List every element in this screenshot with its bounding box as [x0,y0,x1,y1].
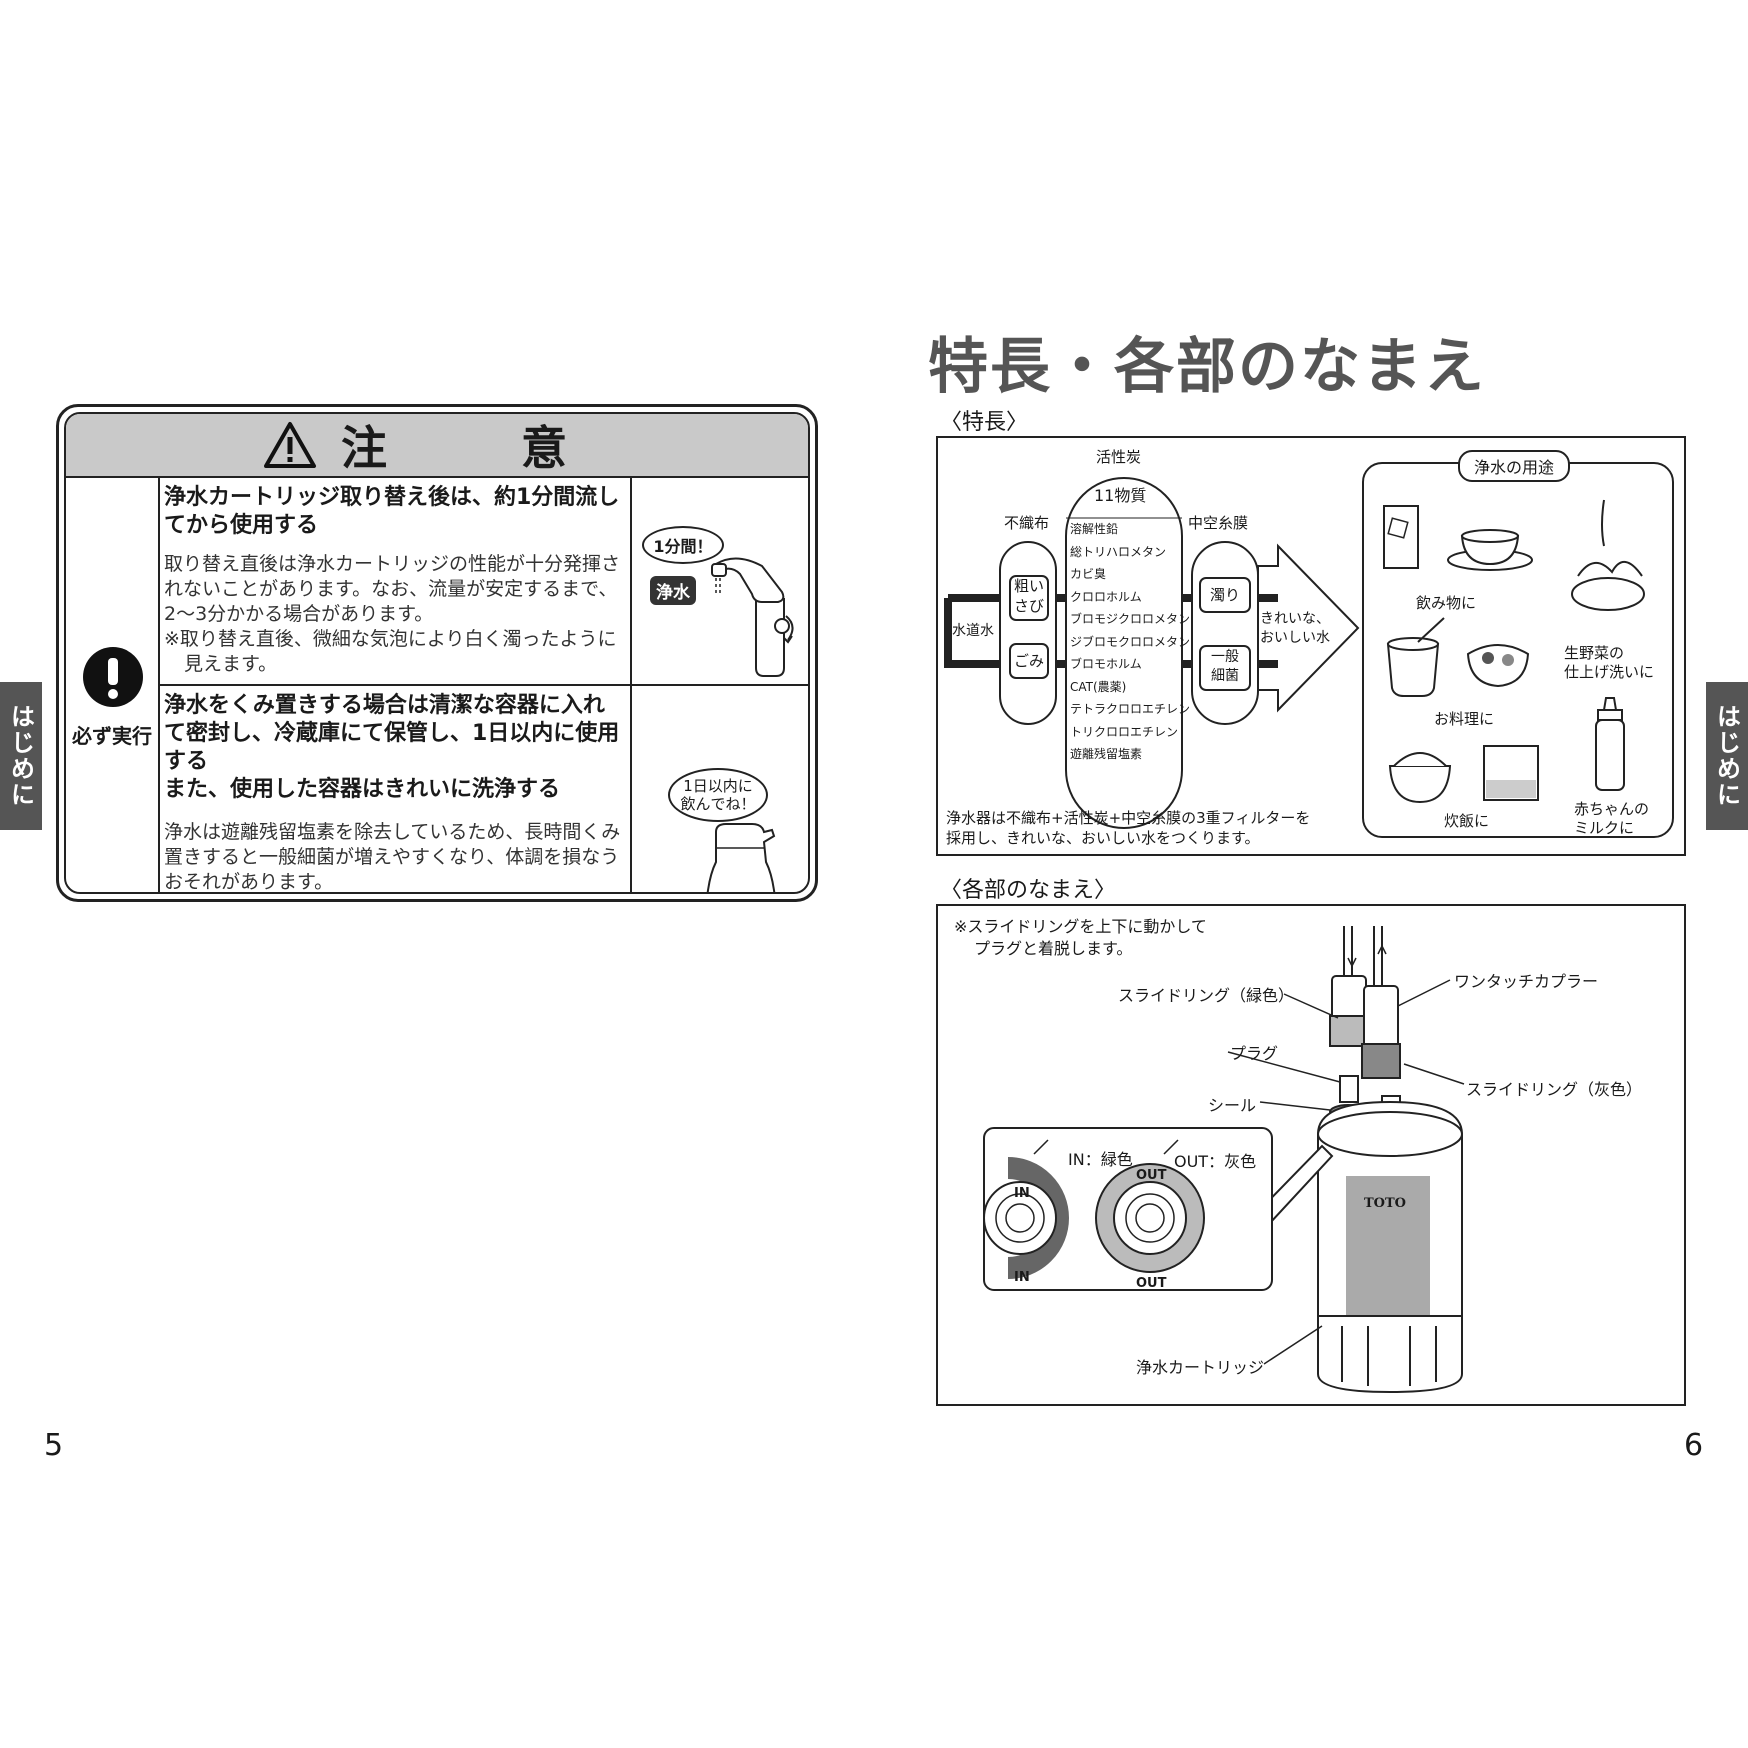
use-rice: 炊飯に [1444,812,1490,830]
item1-body-text: 取り替え直後は浄水カートリッジの性能が十分発揮されないことがあります。なお、流量… [164,553,621,625]
must-do-column: 必ず実行 [66,478,160,892]
caution-title: 注 意 [341,421,611,475]
parts-section-label: 〈各部のなまえ〉 [940,878,1117,903]
bacteria-line2: 細菌 [1211,668,1239,684]
use-vegetables-line1: 生野菜の [1564,644,1625,662]
plug-label: プラグ [1230,1044,1279,1063]
substance-item: 溶解性鉛 [1070,522,1119,536]
clean-water-line2: おいしい水 [1260,630,1330,646]
substance-item: ブロモジクロロメタン [1070,612,1191,626]
item1-body: 取り替え直後は浄水カートリッジの性能が十分発揮されないことがあります。なお、流量… [164,552,624,677]
in-green-label: IN：緑色 [1068,1150,1133,1169]
item1-note: ※取り替え直後、微細な気泡により白く濁ったように見えます。 [164,628,617,675]
substance-item: ブロモホルム [1070,657,1142,671]
substance-item: CAT(農薬) [1070,679,1127,694]
summary-line2: 採用し、きれいな、おいしい水をつくります。 [946,829,1260,847]
one-minute-bubble: 1分間！ [642,526,724,564]
cooking-icon [1386,617,1530,697]
eleven-substances-label: 11物質 [1094,486,1147,505]
caution-header: 注 意 [66,414,808,478]
substance-item: トリクロロエチレン [1070,724,1179,739]
cartridge-diagram [983,926,1465,1394]
coupler-label: ワンタッチカプラー [1454,972,1599,991]
features-summary: 浄水器は不織布+活性炭+中空糸膜の3重フィルターを 採用し、きれいな、おいしい水… [946,808,1310,848]
cartridge-label: 浄水カートリッジ [1136,1358,1265,1377]
features-box: 活性炭 11物質 不織布 中空糸膜 水道水 粗い さび ごみ 濁り 一般 細菌 … [936,436,1686,856]
turbidity-label: 濁り [1209,586,1240,604]
substance-item: ジブロモクロロメタン [1070,634,1191,649]
parts-box: ※スライドリングを上下に動かして プラグと着脱します。 [936,904,1686,1406]
faucet-illustration [711,557,794,677]
section-tab-left[interactable]: はじめに [0,682,42,830]
bacteria-label: 一般 細菌 [1200,648,1250,686]
use-vegetables-line2: 仕上げ洗いに [1564,663,1655,681]
coarse-rust-line2: さび [1013,597,1044,615]
slide-ring-gray-label: スライドリング（灰色） [1466,1080,1643,1099]
brand-logo: TOTO [1364,1196,1406,1211]
must-do-label: 必ず実行 [72,724,152,748]
use-baby-line2: ミルクに [1574,819,1635,837]
parts-note-line2: プラグと着脱します。 [974,939,1133,958]
parts-note: ※スライドリングを上下に動かして プラグと着脱します。 [954,916,1207,960]
coarse-rust-label: 粗い さび [1010,576,1048,616]
clean-water-line1: きれいな、 [1260,611,1330,627]
use-drinks: 飲み物に [1416,594,1477,612]
substance-item: テトラクロロエチレン [1070,702,1191,716]
use-cooking: お料理に [1434,710,1495,728]
one-day-bubble-line1: 1日以内に [683,777,753,795]
one-day-bubble-line2: 飲んでね！ [680,795,756,813]
nonwoven-label: 不織布 [1004,514,1050,532]
substance-list: 溶解性鉛総トリハロメタンカビ臭クロロホルムブロモジクロロメタンジブロモクロロメタ… [1070,518,1191,766]
one-day-bubble: 1日以内に 飲んでね！ [668,768,768,822]
seal-label: シール [1208,1096,1257,1115]
clean-water-label: きれいな、 おいしい水 [1260,610,1330,648]
out-gray-label: OUT：灰色 [1174,1152,1257,1171]
activated-carbon-label: 活性炭 [1096,448,1142,466]
page-title: 特長・各部のなまえ [928,332,1486,402]
summary-line1: 浄水器は不織布+活性炭+中空糸膜の3重フィルターを [946,809,1311,827]
out-mark-bottom: OUT [1136,1276,1167,1291]
item1-title: 浄水カートリッジ取り替え後は、約1分間流してから使用する [164,485,620,538]
uses-title: 浄水の用途 [1458,450,1571,482]
caution-box: 注 意 必ず実行 浄水カートリッジ取り替え後は、約1分間流してから使用する 取り… [56,404,818,902]
coarse-rust-line1: 粗い [1013,577,1044,595]
substance-item: カビ臭 [1070,567,1107,581]
in-mark-bottom: IN [1014,1270,1030,1285]
exclamation-icon [83,647,143,707]
substance-item: クロロホルム [1070,589,1142,604]
use-baby-line1: 赤ちゃんの [1574,800,1650,818]
vegetables-icon [1571,499,1645,611]
substance-item: 総トリハロメタン [1070,544,1167,559]
baby-bottle-icon [1595,697,1625,791]
purified-tag-1: 浄水 [650,576,696,605]
item2-title: 浄水をくみ置きする場合は清潔な容器に入れて密封し、冷蔵庫にて保管し、1日以内に使… [164,693,620,774]
out-mark-top: OUT [1136,1168,1167,1183]
item2-body: 浄水は遊離残留塩素を除去しているため、長時間くみ置きすると一般細菌が増えやすくな… [164,821,621,893]
tap-water-label: 水道水 [952,623,994,639]
bottle-illustration [706,823,776,892]
in-mark-top: IN [1014,1186,1030,1201]
features-section-label: 〈特長〉 [940,410,1029,435]
parts-note-line1: ※スライドリングを上下に動かして [954,917,1207,936]
illustration-column: 1分間！ 浄水 1日以内に 飲んでね！ 浄水 [630,478,808,892]
filter-flow-diagram [944,477,1360,829]
hollow-fiber-label: 中空糸膜 [1188,514,1249,532]
warning-icon [264,422,316,468]
page-number-left: 5 [44,1428,64,1463]
page-number-right: 6 [1684,1428,1704,1463]
item2-title-2: また、使用した容器はきれいに洗浄する [164,777,561,802]
use-baby: 赤ちゃんの ミルクに [1574,800,1649,838]
bacteria-line1: 一般 [1211,649,1239,665]
section-tab-right[interactable]: はじめに [1706,682,1748,830]
dust-label: ごみ [1013,652,1044,670]
rice-icon [1388,745,1539,804]
substance-item: 遊離残留塩素 [1070,747,1143,761]
uses-panel: 浄水の用途 飲み物に 生野菜の 仕上げ洗いに お料理に [1362,450,1674,838]
slide-ring-green-label: スライドリング（緑色） [1118,986,1295,1005]
drinks-icon [1383,505,1533,571]
use-vegetables: 生野菜の 仕上げ洗いに [1564,644,1654,682]
divider [158,684,808,686]
